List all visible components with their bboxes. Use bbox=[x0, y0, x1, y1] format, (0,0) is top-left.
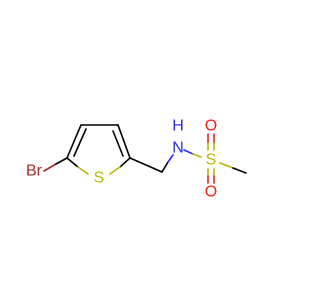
bond-br-c5-carbon-half bbox=[55, 157, 68, 165]
atom-n: N bbox=[172, 140, 184, 157]
bond-c2-s bbox=[119, 157, 131, 168]
bond-c5-s bbox=[66, 157, 79, 168]
bond-n-s bbox=[183, 149, 194, 155]
atom-br: Br bbox=[26, 163, 43, 180]
bond-c3-c2 bbox=[117, 124, 131, 159]
bond-ch2-n bbox=[161, 161, 169, 173]
atom-o-bottom: O bbox=[205, 184, 217, 201]
atom-o-top: O bbox=[205, 118, 217, 135]
atom-s-sulfonyl: S bbox=[206, 152, 217, 169]
bond-c2-ch2 bbox=[129, 157, 163, 173]
bond-n-s-sulfur-half bbox=[192, 153, 202, 158]
bond-c5-c4 bbox=[66, 124, 82, 159]
bond-ch2-n-nitrogen-half bbox=[167, 154, 174, 163]
atom-labels: Br S N H S O O bbox=[26, 118, 217, 201]
bond-c2-s-sulfur-half bbox=[109, 166, 121, 175]
atom-h: H bbox=[172, 118, 184, 135]
bond-c3-c2-double bbox=[112, 130, 124, 157]
molecule-structure: Br S N H S O O bbox=[26, 118, 247, 201]
bond-c5-c4-double bbox=[73, 128, 87, 157]
bond-s-ch3-carbon-half bbox=[232, 167, 247, 174]
bond-br-c5 bbox=[43, 163, 57, 172]
bond-c5-s-sulfur-half bbox=[77, 166, 89, 175]
atom-s-ring: S bbox=[94, 170, 105, 187]
bonds bbox=[43, 124, 247, 184]
bond-s-ch3 bbox=[219, 162, 234, 169]
